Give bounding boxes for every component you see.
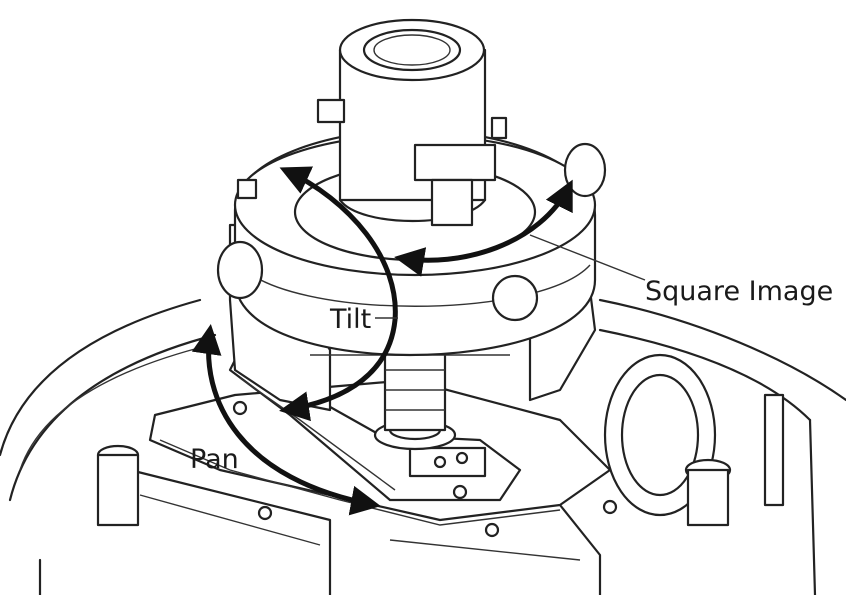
left-fixtures — [96, 400, 618, 538]
label-square-image: Square Image — [645, 276, 833, 307]
label-pan: Pan — [190, 444, 239, 475]
pan-arrow — [191, 324, 381, 516]
right-fixtures — [603, 353, 785, 527]
square-image-arrow — [394, 179, 573, 277]
lens-module — [316, 18, 508, 227]
square-image-leader — [529, 234, 646, 281]
label-tilt: Tilt — [329, 304, 371, 335]
side-knobs — [216, 142, 607, 322]
pan-bracket — [228, 348, 522, 502]
base-plate — [128, 378, 612, 595]
dome-housing — [0, 298, 846, 595]
